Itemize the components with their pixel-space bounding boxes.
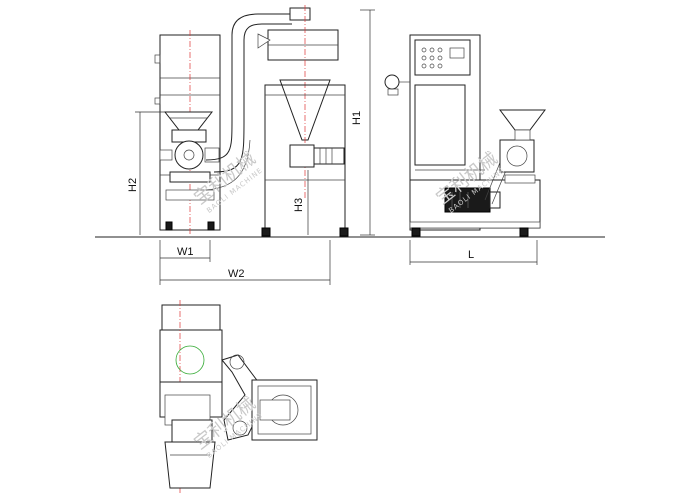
front-view [135, 5, 375, 285]
dim-label-h3: H3 [293, 198, 305, 212]
main-motor [444, 187, 491, 213]
dim-label-w2: W2 [228, 268, 245, 280]
dim-label-l: L [468, 249, 474, 261]
top-collector [161, 304, 221, 331]
cabinet-door [414, 84, 466, 166]
fan-outline [175, 345, 205, 375]
dim-label-h2: H2 [127, 178, 139, 192]
pressure-gauge [384, 74, 400, 90]
top-view [159, 300, 318, 495]
air-duct [205, 13, 292, 161]
dim-label-h1: H1 [351, 111, 363, 125]
valve-motor [313, 147, 345, 165]
side-hopper [499, 109, 546, 131]
side-view [384, 34, 546, 265]
rotary-valve [289, 144, 315, 168]
cyclone-top [289, 7, 311, 21]
control-panel [414, 39, 471, 76]
top-duct [221, 354, 269, 441]
support-frame [264, 84, 346, 230]
grinding-chamber [174, 140, 204, 170]
grinding-head [499, 139, 535, 173]
dim-label-w1: W1 [177, 246, 194, 258]
